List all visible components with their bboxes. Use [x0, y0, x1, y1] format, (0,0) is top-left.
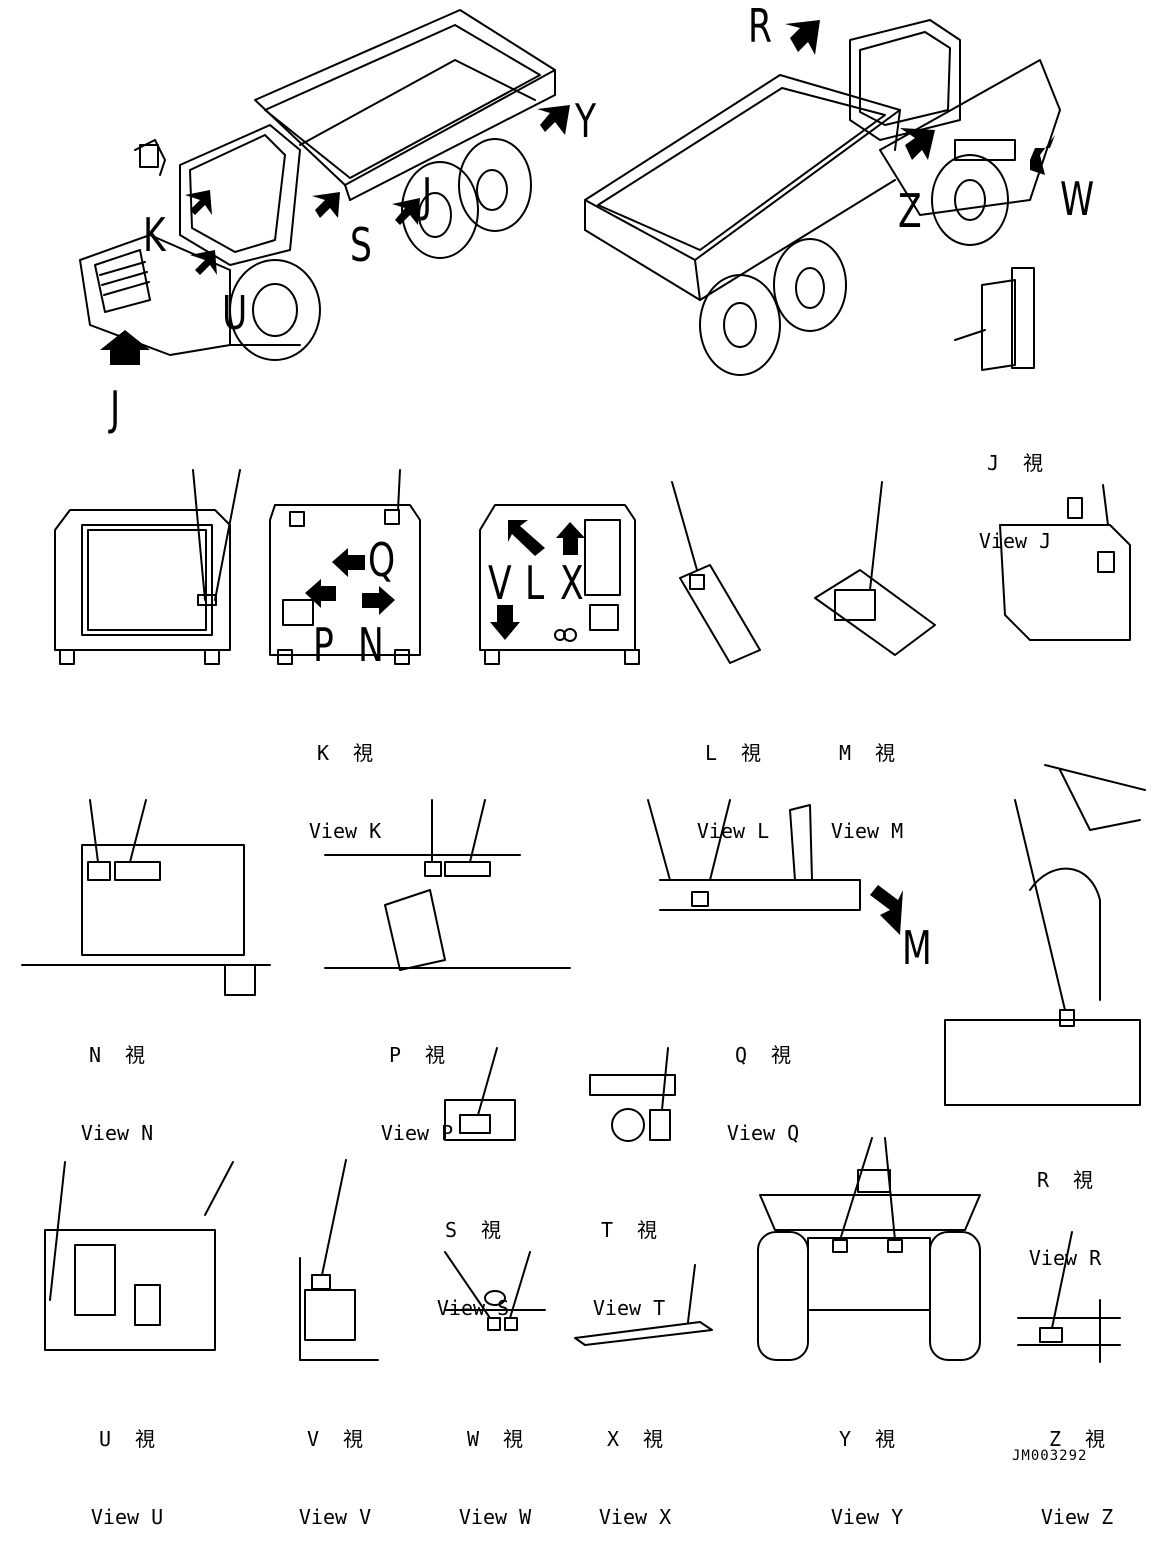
- caption-view-t: T 視 View T: [574, 1165, 684, 1347]
- callout-letter-u: U: [222, 286, 248, 340]
- caption-view-m-en: View M: [830, 819, 904, 843]
- caption-view-k-jp: K 視: [316, 741, 374, 765]
- caption-view-u-en: View U: [90, 1505, 164, 1529]
- caption-view-m: M 視 View M: [812, 688, 922, 870]
- view-u-illustration: [44, 1161, 234, 1351]
- caption-view-l-jp: L 視: [704, 741, 762, 765]
- view-n-illustration: [21, 799, 271, 996]
- view-t-illustration: [589, 1047, 676, 1142]
- callout-letter-m: M: [902, 921, 932, 975]
- view-p-illustration: [324, 799, 571, 971]
- callout-letter-w: W: [1060, 172, 1095, 226]
- view-j-illustration: [954, 267, 1035, 371]
- view-v-illustration: [299, 1159, 379, 1361]
- view-cab-side-arrows: [490, 520, 585, 640]
- view-l-illustration: [671, 481, 761, 664]
- callout-letter-j-lower: J: [110, 381, 121, 435]
- view-cab-front-arrows: [305, 548, 395, 615]
- view-m-illustration: [814, 481, 936, 656]
- view-z-illustration: [1017, 1231, 1121, 1363]
- caption-view-k: K 視 View K: [290, 688, 400, 870]
- callout-letter-k: K: [143, 208, 166, 262]
- callout-letter-p: P: [313, 618, 334, 672]
- caption-view-z-en: View Z: [1040, 1505, 1114, 1529]
- caption-view-v-en: View V: [298, 1505, 372, 1529]
- view-x-illustration: [574, 1264, 713, 1346]
- caption-view-z: Z 視 View Z: [1022, 1374, 1132, 1556]
- caption-view-p: P 視 View P: [362, 990, 472, 1172]
- caption-view-j-jp: J 視: [986, 451, 1044, 475]
- view-w-illustration: [444, 1251, 546, 1331]
- caption-view-u-jp: U 視: [98, 1427, 156, 1451]
- caption-view-x-jp: X 視: [606, 1427, 664, 1451]
- view-r-illustration: [944, 764, 1146, 1106]
- callout-letter-x: X: [560, 556, 584, 610]
- caption-view-r-en: View R: [1028, 1246, 1102, 1270]
- caption-view-j: J 視 View J: [960, 398, 1070, 580]
- caption-view-x-en: View X: [598, 1505, 672, 1529]
- caption-view-t-en: View T: [592, 1296, 666, 1320]
- view-s-illustration: [444, 1047, 516, 1141]
- caption-view-r: R 視 View R: [1010, 1115, 1120, 1297]
- caption-view-l: L 視 View L: [678, 688, 788, 870]
- caption-view-s: S 視 View S: [418, 1165, 528, 1347]
- caption-view-n-en: View N: [80, 1121, 154, 1145]
- diagram-canvas: [21, 9, 1146, 1363]
- caption-view-s-en: View S: [436, 1296, 510, 1320]
- view-q-arrow: [870, 885, 903, 935]
- truck-rear-view-illustration: [584, 19, 1061, 376]
- caption-view-t-jp: T 視: [600, 1218, 658, 1242]
- callout-letter-r: R: [748, 0, 772, 53]
- callout-letter-s: S: [350, 218, 372, 272]
- view-y-illustration: [757, 1137, 981, 1361]
- view-q-illustration: [647, 799, 861, 911]
- callout-letter-y: Y: [575, 94, 597, 148]
- caption-view-w-en: View W: [458, 1505, 532, 1529]
- view-cab-side-illustration: [479, 504, 640, 665]
- caption-view-k-en: View K: [308, 819, 382, 843]
- caption-view-q-jp: Q 視: [734, 1043, 792, 1067]
- caption-view-q: Q 視 View Q: [708, 990, 818, 1172]
- view-battery-box-illustration: [999, 484, 1131, 641]
- view-cab-front-illustration: [269, 469, 421, 665]
- callout-letter-z: Z: [898, 184, 922, 238]
- view-k-illustration: [54, 469, 241, 665]
- caption-view-y-jp: Y 視: [838, 1427, 896, 1451]
- drawing-code: JM003292: [1012, 1448, 1088, 1464]
- caption-view-p-jp: P 視: [388, 1043, 446, 1067]
- truck-front-view-illustration: [79, 9, 556, 361]
- caption-view-p-en: View P: [380, 1121, 454, 1145]
- caption-view-r-jp: R 視: [1036, 1168, 1094, 1192]
- caption-view-z-jp: Z 視: [1048, 1427, 1106, 1451]
- callout-letter-j-upper: J: [422, 168, 433, 222]
- caption-view-v-jp: V 視: [306, 1427, 364, 1451]
- caption-view-n: N 視 View N: [62, 990, 172, 1172]
- caption-view-n-jp: N 視: [88, 1043, 146, 1067]
- callout-letter-n: N: [358, 618, 384, 672]
- caption-view-u: U 視 View U: [72, 1374, 182, 1556]
- callout-letter-v: V: [488, 556, 512, 610]
- caption-view-m-jp: M 視: [838, 741, 896, 765]
- callout-letter-q: Q: [368, 533, 396, 587]
- caption-view-j-en: View J: [978, 529, 1052, 553]
- overview-arrows-right: [785, 20, 1055, 175]
- caption-view-w: W 視 View W: [440, 1374, 550, 1556]
- caption-view-q-en: View Q: [726, 1121, 800, 1145]
- caption-view-w-jp: W 視: [466, 1427, 524, 1451]
- caption-view-x: X 視 View X: [580, 1374, 690, 1556]
- caption-view-y: Y 視 View Y: [812, 1374, 922, 1556]
- caption-view-v: V 視 View V: [280, 1374, 390, 1556]
- overview-arrows-left: [100, 105, 570, 365]
- caption-view-y-en: View Y: [830, 1505, 904, 1529]
- caption-view-s-jp: S 視: [444, 1218, 502, 1242]
- caption-view-l-en: View L: [696, 819, 770, 843]
- callout-letter-l: L: [525, 556, 545, 610]
